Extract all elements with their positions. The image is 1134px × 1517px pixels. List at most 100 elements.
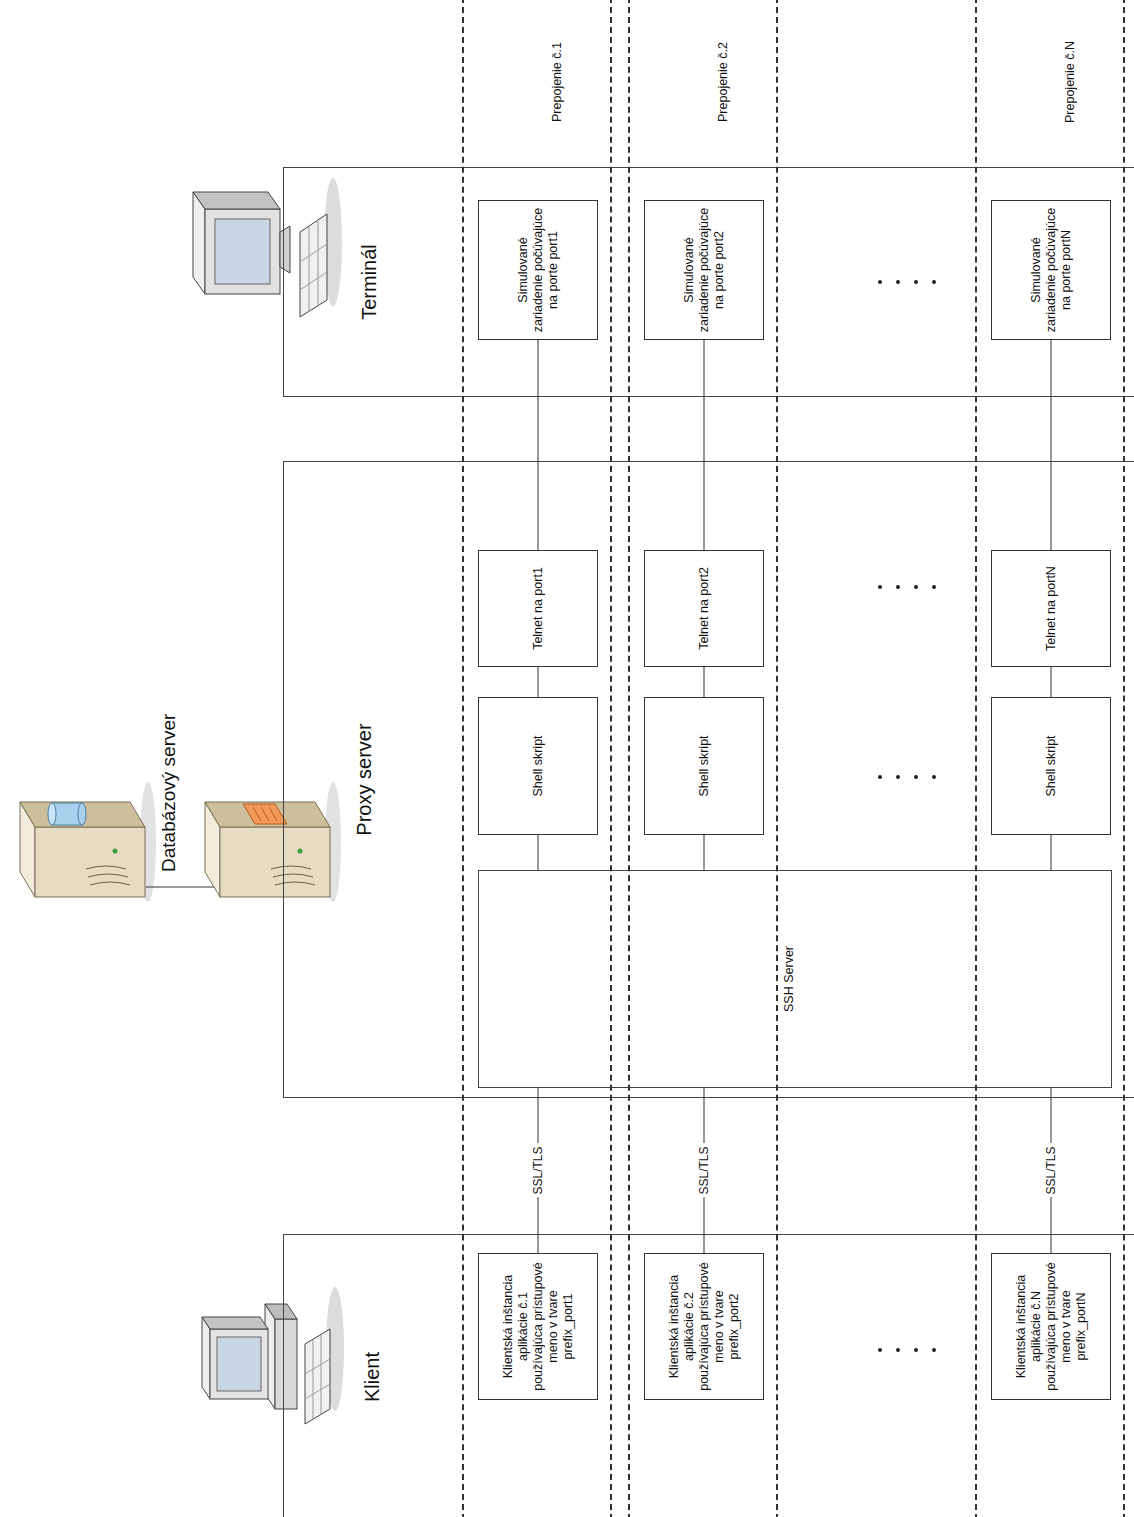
database-server-icon — [20, 802, 145, 827]
connector-label: SSL/TLS — [1044, 1143, 1058, 1197]
proxy-server-icon — [298, 849, 303, 854]
server-label: Databázový server — [158, 714, 180, 872]
panel-heading: SSH Server — [782, 871, 797, 1087]
connector-label: SSL/TLS — [697, 1143, 711, 1197]
terminal-computer-icon — [193, 192, 280, 209]
continuation-dots — [914, 280, 918, 284]
connector-line — [704, 340, 705, 550]
db-link-line — [146, 887, 222, 888]
process-box: Klientská inštancia aplikácie č.N použív… — [991, 1253, 1111, 1400]
box-text: Shell skript — [697, 735, 712, 796]
panel-heading: Terminál — [357, 168, 381, 396]
band-label: Prepojenie č.N — [1063, 7, 1078, 157]
connection-band: Klientská inštancia aplikácie č.1 použív… — [462, 0, 612, 1517]
database-server-icon — [20, 782, 156, 902]
connector-line — [538, 667, 539, 697]
database-server-icon — [86, 866, 130, 885]
continuation-dots — [914, 775, 918, 779]
terminal-computer-icon — [215, 219, 270, 284]
proxy-server-icon — [261, 807, 269, 821]
database-server-icon — [78, 803, 86, 825]
panel-heading: Proxy server — [352, 462, 376, 1097]
box-text: Klientská inštancia aplikácie č.1 použív… — [501, 1260, 576, 1393]
band-label: Prepojenie č.2 — [716, 7, 731, 157]
continuation-dots — [896, 280, 900, 284]
client-computer-icon — [313, 1340, 314, 1419]
terminal-computer-icon — [309, 227, 310, 312]
terminal-computer-icon — [300, 272, 327, 290]
continuation-dots — [896, 775, 900, 779]
box-text: Klientská inštancia aplikácie č.N použív… — [1014, 1260, 1089, 1393]
continuation-dots — [896, 585, 900, 589]
continuation-dots — [878, 280, 936, 1352]
continuation-dots — [878, 585, 882, 589]
client-computer-icon — [210, 1329, 268, 1399]
database-server-icon — [113, 849, 118, 854]
proxy-server-icon — [269, 807, 277, 821]
continuation-dots — [878, 775, 882, 779]
client-computer-icon — [305, 1359, 330, 1374]
database-server-icon — [35, 827, 145, 897]
process-box: Telnet na portN — [991, 550, 1111, 667]
client-computer-icon — [202, 1317, 268, 1329]
process-box: Telnet na port1 — [478, 550, 598, 667]
client-computer-icon — [275, 1319, 297, 1409]
continuation-dots — [932, 775, 936, 779]
proxy-server-icon — [243, 804, 287, 824]
terminal-computer-icon — [193, 178, 342, 317]
process-box: Klientská inštancia aplikácie č.1 použív… — [478, 1253, 598, 1400]
terminal-computer-icon — [280, 226, 290, 273]
process-box: Simulované zariadenie počúvajúce na port… — [991, 200, 1111, 340]
terminal-computer-icon — [318, 221, 319, 307]
connector-line — [1051, 340, 1052, 550]
connector-line — [538, 835, 539, 870]
connector-label: SSL/TLS — [531, 1143, 545, 1197]
process-box: Simulované zariadenie počúvajúce na port… — [478, 200, 598, 340]
connection-band: Klientská inštancia aplikácie č.2 použív… — [628, 0, 778, 1517]
proxy-server-icon — [271, 866, 315, 885]
proxy-server-icon — [253, 807, 261, 821]
process-box: Klientská inštancia aplikácie č.2 použív… — [644, 1253, 764, 1400]
box-text: Telnet na port2 — [697, 567, 712, 650]
client-computer-icon — [202, 1317, 210, 1399]
box-text: Telnet na port1 — [531, 567, 546, 650]
client-computer-icon — [321, 1335, 322, 1415]
continuation-dots — [932, 1348, 936, 1352]
continuation-dots — [932, 280, 936, 284]
band-label: Prepojenie č.1 — [550, 7, 565, 157]
connection-band: Klientská inštancia aplikácie č.N použív… — [975, 0, 1125, 1517]
client-computer-icon — [305, 1384, 330, 1399]
connector-line — [704, 667, 705, 697]
box-text: Simulované zariadenie počúvajúce na port… — [1029, 207, 1074, 333]
box-text: Simulované zariadenie počúvajúce na port… — [516, 207, 561, 333]
connector-line — [538, 340, 539, 550]
process-box: Simulované zariadenie počúvajúce na port… — [644, 200, 764, 340]
process-box: Telnet na port2 — [644, 550, 764, 667]
connector-line — [1051, 667, 1052, 697]
connector-line — [704, 835, 705, 870]
proxy-server-icon — [205, 802, 330, 827]
process-box: Shell skript — [991, 697, 1111, 835]
box-text: Shell skript — [1044, 735, 1059, 796]
connector-line — [1051, 835, 1052, 870]
client-computer-icon — [202, 1287, 344, 1424]
database-server-icon — [48, 803, 56, 825]
continuation-dots — [878, 280, 882, 284]
proxy-server-icon — [205, 782, 341, 902]
system-panel: SSH Server — [478, 870, 1112, 1088]
terminal-computer-icon — [205, 209, 280, 294]
client-computer-icon — [217, 1337, 261, 1391]
terminal-computer-icon — [300, 214, 327, 317]
box-text: Simulované zariadenie počúvajúce na port… — [682, 207, 727, 333]
continuation-dots — [878, 1348, 882, 1352]
continuation-dots — [932, 585, 936, 589]
continuation-dots — [896, 1348, 900, 1352]
client-computer-icon — [305, 1329, 330, 1424]
box-text: Shell skript — [531, 735, 546, 796]
client-computer-icon — [265, 1304, 297, 1319]
box-text: Telnet na portN — [1044, 566, 1059, 651]
terminal-computer-icon — [300, 244, 327, 262]
continuation-dots — [914, 1348, 918, 1352]
process-box: Shell skript — [478, 697, 598, 835]
